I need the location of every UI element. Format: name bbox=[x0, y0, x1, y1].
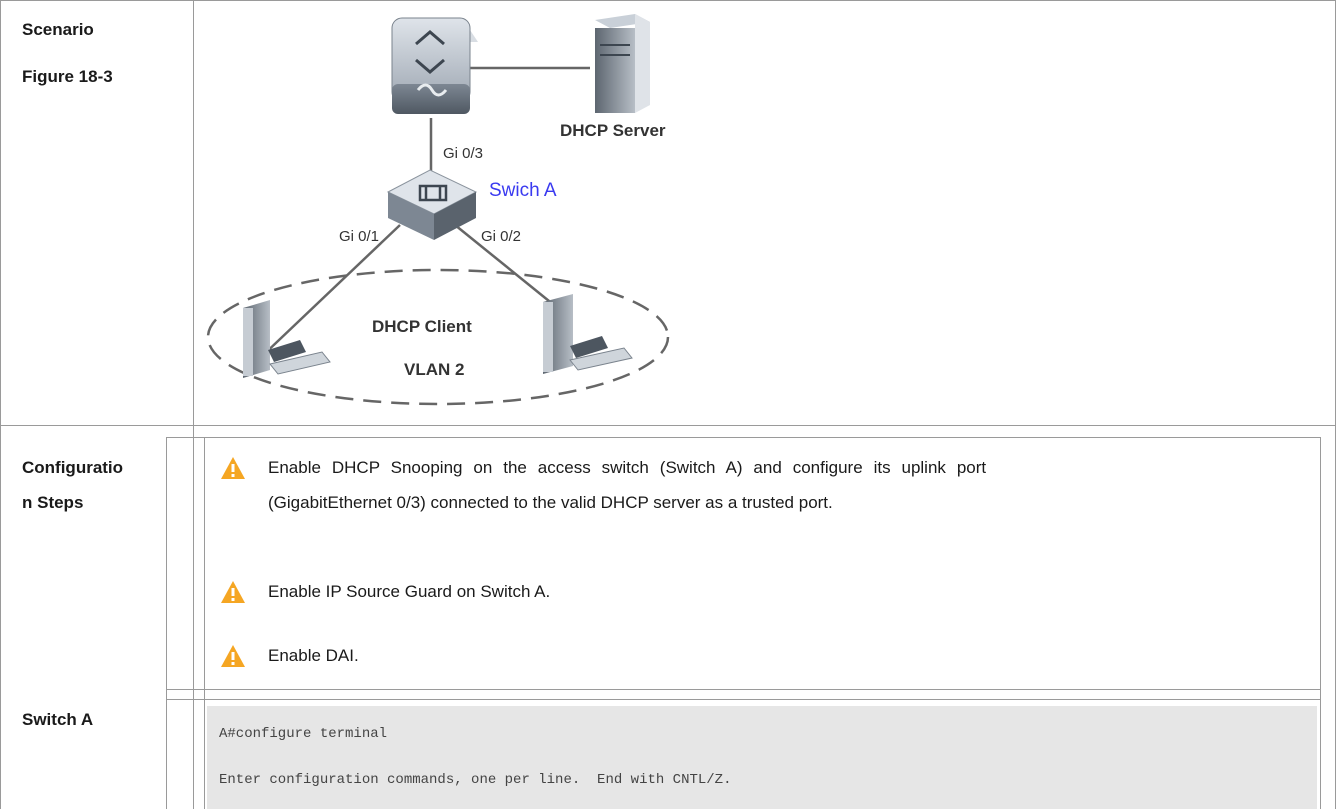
access-switch-icon bbox=[386, 169, 478, 240]
warning-icon bbox=[221, 457, 245, 479]
table-top-border bbox=[0, 0, 1336, 1]
step-1-line-1: Enable DHCP Snooping on the access switc… bbox=[268, 458, 987, 477]
row-divider-4 bbox=[166, 699, 1321, 700]
vlan-boundary bbox=[206, 268, 670, 406]
link-switch-client1 bbox=[257, 224, 401, 361]
config-step-1: Enable DHCP Snooping on the access switc… bbox=[220, 453, 1310, 523]
cli-line-1: A#configure terminal bbox=[219, 726, 388, 742]
port-2-label: Gi 0/2 bbox=[481, 228, 521, 245]
row-divider-3 bbox=[166, 689, 1321, 690]
step-1-line-2: (GigabitEthernet 0/3) connected to the v… bbox=[268, 493, 833, 512]
table-inner-right-border bbox=[1320, 437, 1321, 809]
cli-line-2: Enter configuration commands, one per li… bbox=[219, 772, 732, 788]
client-pc-1-icon bbox=[243, 300, 331, 378]
warning-icon bbox=[221, 581, 245, 603]
step-2-text: Enable IP Source Guard on Switch A. bbox=[268, 582, 551, 601]
table-left-border bbox=[0, 0, 1, 809]
dhcp-client-label: DHCP Client bbox=[372, 317, 472, 336]
table-inner-column-divider bbox=[204, 437, 205, 809]
config-steps-label-1: Configuratio bbox=[22, 458, 124, 477]
dhcp-server-label: DHCP Server bbox=[560, 121, 666, 140]
switch-a-diagram-label: Swich A bbox=[489, 180, 557, 201]
config-step-2: Enable IP Source Guard on Switch A. bbox=[220, 577, 1020, 607]
step-3-text: Enable DAI. bbox=[268, 646, 359, 665]
vlan-label: VLAN 2 bbox=[404, 360, 464, 379]
uplink-port-label: Gi 0/3 bbox=[443, 145, 483, 162]
client-pc-2-icon bbox=[543, 294, 633, 374]
config-steps-label-2: n Steps bbox=[22, 493, 84, 512]
switch-a-label: Switch A bbox=[22, 710, 94, 729]
core-switch-icon bbox=[391, 17, 478, 114]
port-1-label: Gi 0/1 bbox=[339, 228, 379, 245]
row-divider-1 bbox=[0, 425, 1336, 426]
warning-icon bbox=[221, 645, 245, 667]
cli-code-block: A#configure terminal Enter configuration… bbox=[207, 706, 1317, 809]
table-inner-left-border bbox=[166, 437, 167, 809]
config-step-3: Enable DAI. bbox=[220, 641, 1020, 671]
row-divider-2 bbox=[166, 437, 1321, 438]
scenario-label: Scenario bbox=[22, 20, 94, 39]
table-column-divider bbox=[193, 0, 194, 809]
network-topology-diagram: DHCP Server Gi 0/3 Swich A Gi 0/1 Gi 0/2… bbox=[206, 14, 670, 406]
figure-label: Figure 18-3 bbox=[22, 67, 113, 86]
server-icon bbox=[595, 14, 650, 113]
